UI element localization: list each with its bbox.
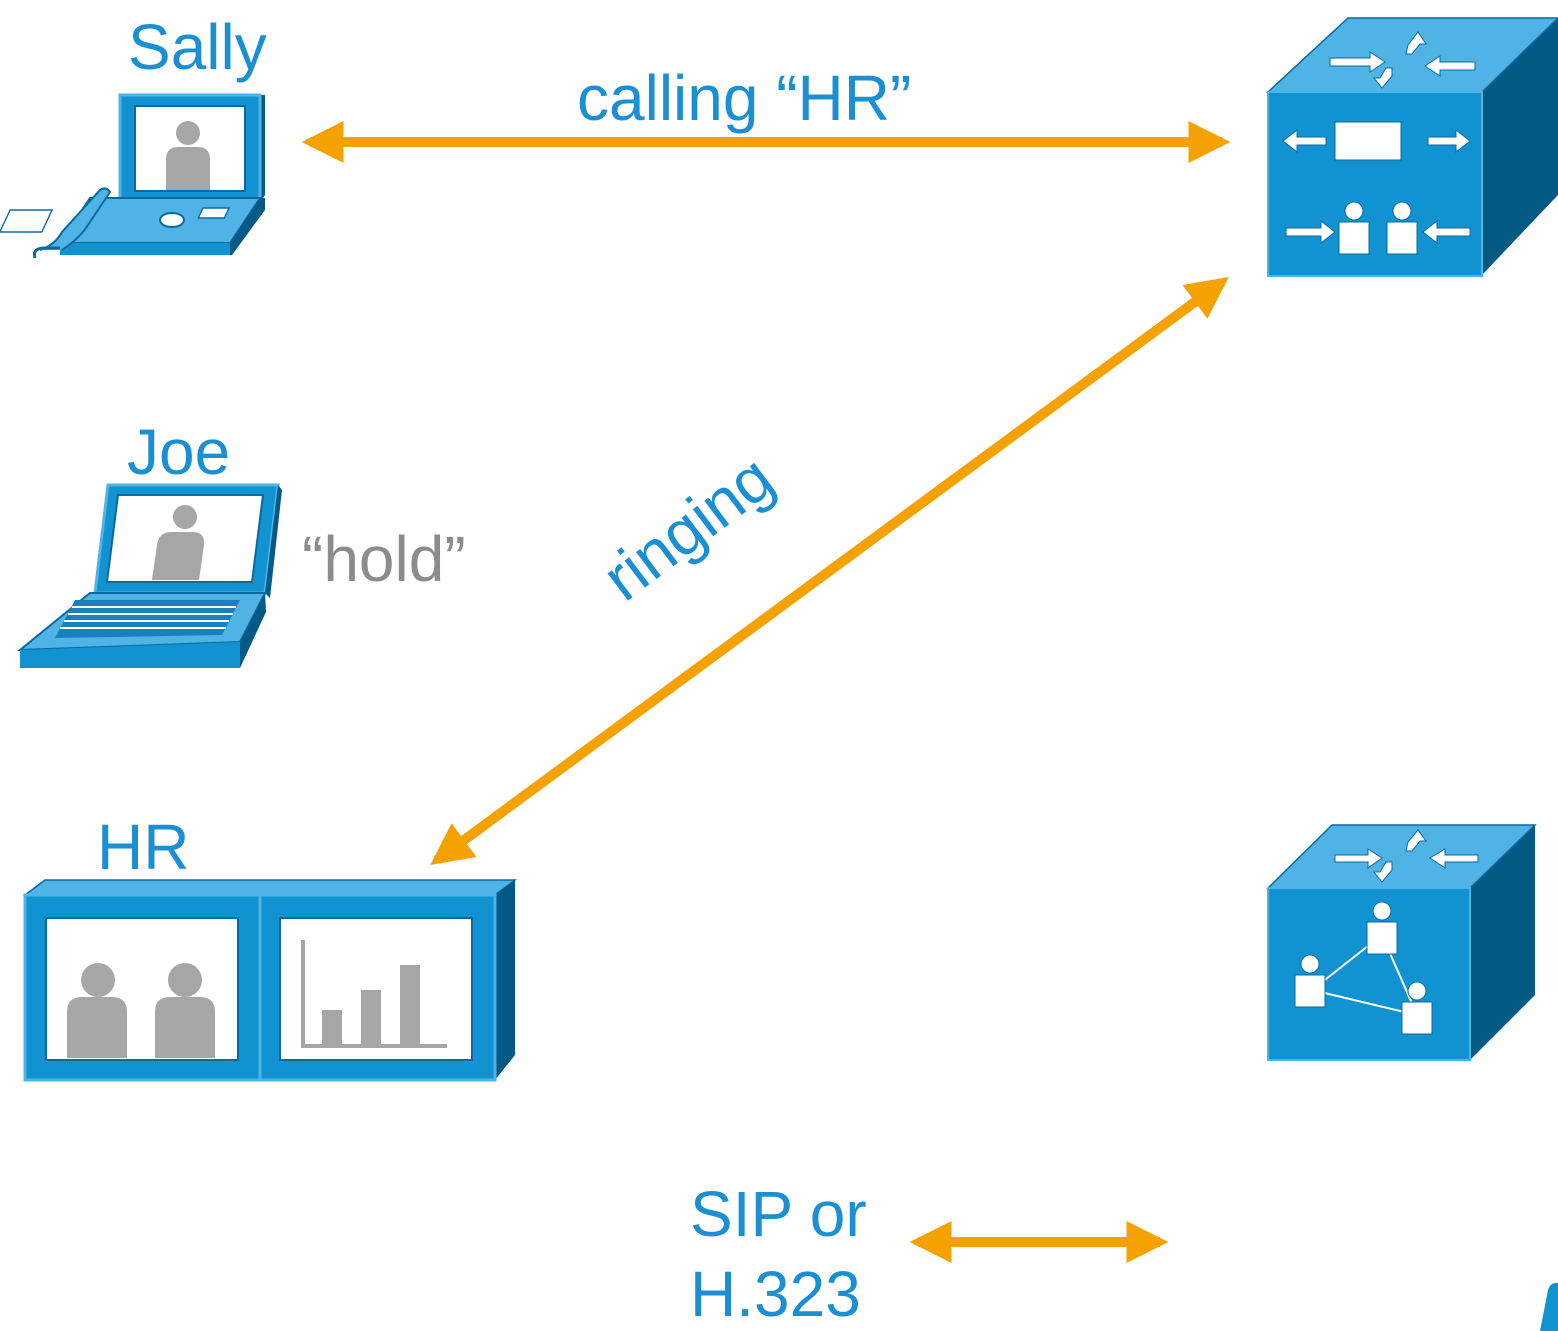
call-control-server-icon bbox=[1266, 17, 1558, 277]
corner-decoration bbox=[1540, 1283, 1558, 1331]
video-phone-icon bbox=[0, 93, 265, 259]
telepresence-display-icon bbox=[22, 879, 518, 1082]
calling-label: calling “HR” bbox=[577, 62, 912, 134]
hr-label: HR bbox=[97, 811, 190, 883]
ringing-arrow bbox=[430, 277, 1229, 865]
conference-server-icon bbox=[1266, 824, 1537, 1061]
legend-protocol-line1: SIP or bbox=[690, 1178, 867, 1250]
laptop-icon bbox=[17, 483, 282, 668]
legend-protocol-line2: H.323 bbox=[690, 1258, 861, 1330]
sally-label: Sally bbox=[128, 11, 267, 83]
joe-label: Joe bbox=[127, 416, 231, 488]
hold-status-label: “hold” bbox=[302, 523, 466, 595]
